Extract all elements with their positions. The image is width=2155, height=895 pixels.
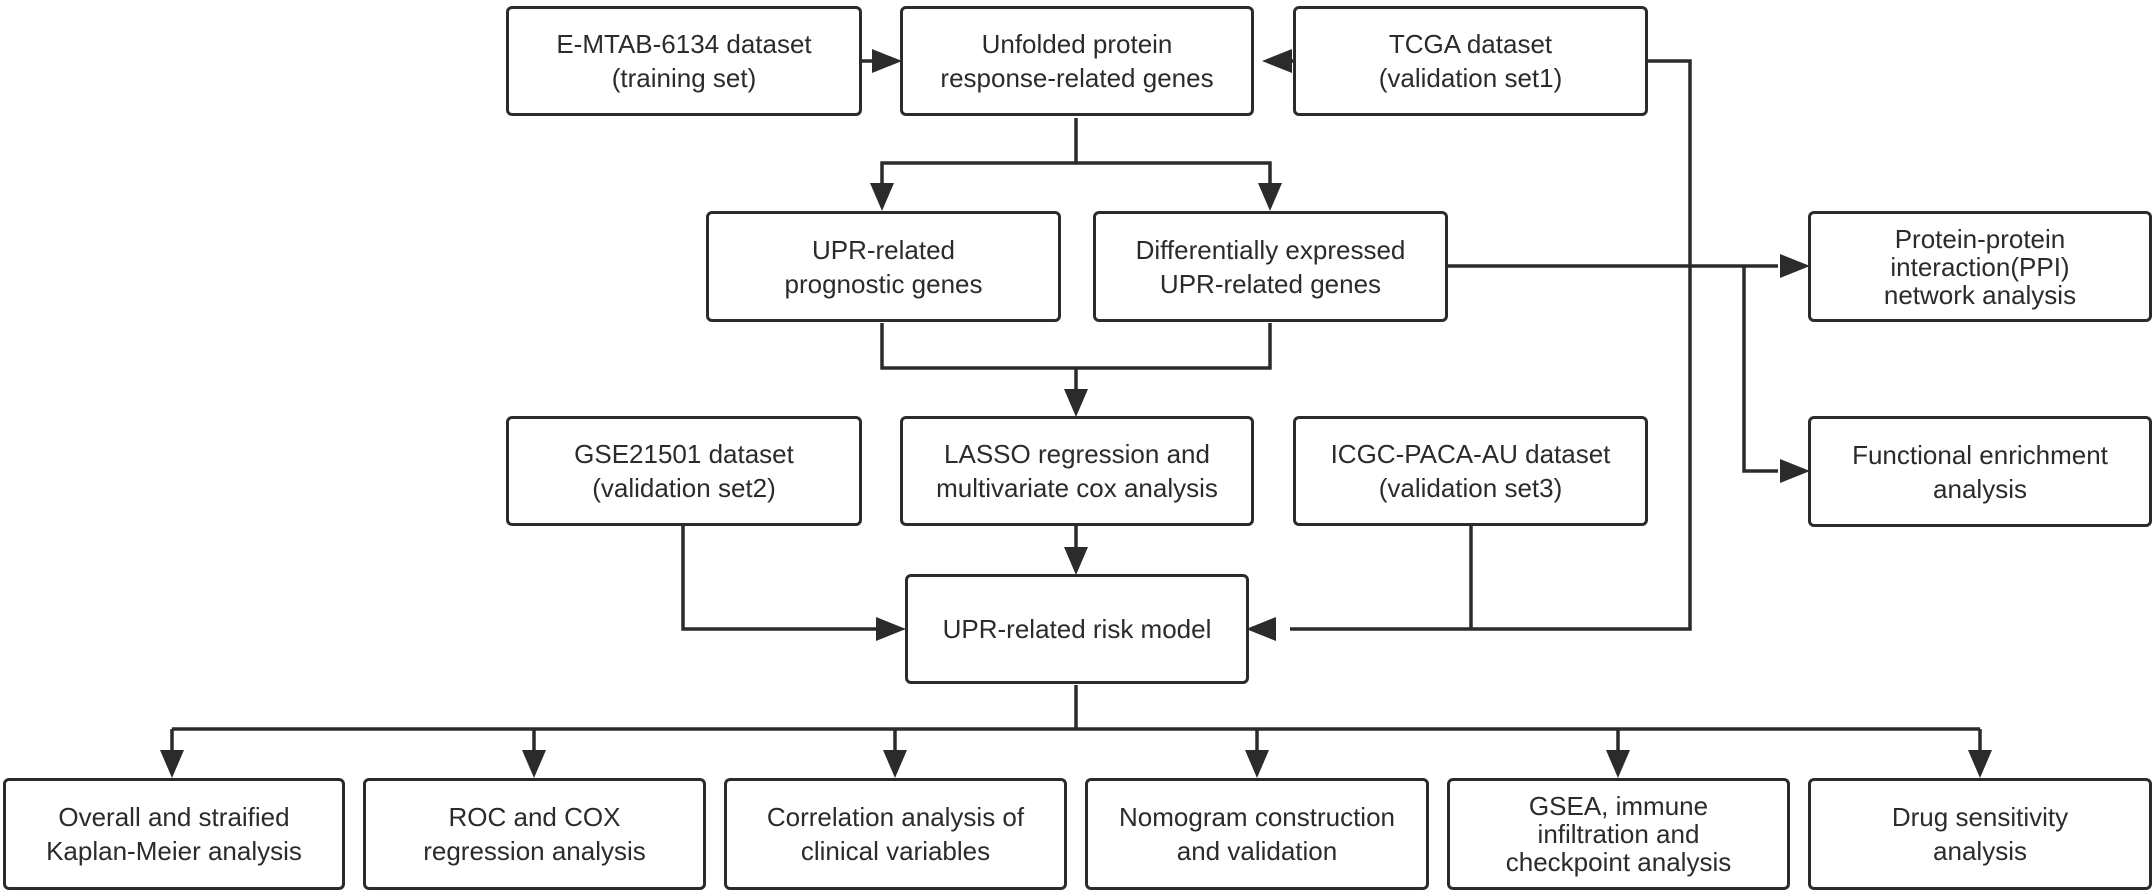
arrowhead-gse-risk (876, 617, 906, 641)
box-lasso-regression: LASSO regression and multivariate cox an… (900, 416, 1254, 526)
arrowhead-functional (1780, 459, 1810, 483)
box-emtab-dataset-label: E-MTAB-6134 dataset (training set) (556, 29, 812, 93)
box-correlation-analysis-label: Correlation analysis of clinical variabl… (766, 802, 1025, 866)
box-gse21501-dataset-label: GSE21501 dataset (validation set2) (574, 439, 794, 503)
arrowhead-diff (1258, 183, 1282, 211)
box-roc-cox-label: ROC and COX regression analysis (423, 802, 646, 866)
arrowhead-prognostic (870, 183, 894, 211)
connector-tcga-to-risk (1290, 59, 1692, 631)
box-ppi-network-label: Protein-protein interaction(PPI) network… (1883, 223, 2077, 310)
arrowhead-ppi (1780, 254, 1810, 278)
box-drug-sensitivity: Drug sensitivity analysis (1808, 778, 2152, 890)
connector-unfolded-split (880, 118, 1078, 184)
arrow-gse-to-risk (681, 526, 880, 631)
box-gsea-immune: GSEA, immune infiltration and checkpoint… (1447, 778, 1790, 890)
arrowhead-lasso (1064, 389, 1088, 417)
arrowhead-nomogram (1245, 750, 1269, 778)
arrowhead-roc (522, 750, 546, 778)
box-tcga-dataset: TCGA dataset (validation set1) (1293, 6, 1648, 116)
arrow-diff-to-functional (1742, 266, 1778, 473)
box-unfolded-protein-label: Unfolded protein response-related genes (940, 29, 1214, 93)
box-functional-enrichment-label: Functional enrichment analysis (1852, 439, 2108, 504)
box-unfolded-protein: Unfolded protein response-related genes (900, 6, 1254, 116)
box-icgc-dataset: ICGC-PACA-AU dataset (validation set3) (1293, 416, 1648, 526)
box-lasso-regression-label: LASSO regression and multivariate cox an… (936, 439, 1218, 503)
box-drug-sensitivity-label: Drug sensitivity analysis (1891, 802, 2069, 866)
connector-merge-to-lasso (880, 323, 1272, 370)
box-correlation-analysis: Correlation analysis of clinical variabl… (724, 778, 1067, 890)
box-functional-enrichment: Functional enrichment analysis (1808, 416, 2152, 527)
box-gse21501-dataset: GSE21501 dataset (validation set2) (506, 416, 862, 526)
box-upr-risk-model-label: UPR-related risk model (942, 614, 1212, 644)
box-tcga-dataset-label: TCGA dataset (validation set1) (1378, 29, 1563, 93)
box-gsea-immune-label: GSEA, immune infiltration and checkpoint… (1505, 791, 1732, 877)
arrowhead-km (160, 750, 184, 778)
arrowhead-risk-right (1246, 617, 1276, 641)
connector-unfolded-split-right (1076, 161, 1272, 184)
arrowhead-tcga-unfolded (1262, 49, 1292, 73)
box-upr-risk-model: UPR-related risk model (905, 574, 1249, 684)
box-upr-prognostic-genes: UPR-related prognostic genes (706, 211, 1061, 322)
arrowhead-emtab-unfolded (872, 49, 902, 73)
box-ppi-network: Protein-protein interaction(PPI) network… (1808, 211, 2152, 322)
box-emtab-dataset: E-MTAB-6134 dataset (training set) (506, 6, 862, 116)
arrowhead-risk-top (1064, 547, 1088, 575)
arrowhead-gsea (1606, 750, 1630, 778)
box-differentially-expressed: Differentially expressed UPR-related gen… (1093, 211, 1448, 322)
box-kaplan-meier-label: Overall and straified Kaplan-Meier analy… (46, 802, 302, 866)
arrowhead-drug (1968, 750, 1992, 778)
box-nomogram-label: Nomogram construction and validation (1119, 802, 1395, 866)
box-kaplan-meier: Overall and straified Kaplan-Meier analy… (3, 778, 345, 890)
box-upr-prognostic-genes-label: UPR-related prognostic genes (784, 234, 983, 299)
box-roc-cox: ROC and COX regression analysis (363, 778, 706, 890)
box-nomogram: Nomogram construction and validation (1085, 778, 1429, 890)
box-icgc-dataset-label: ICGC-PACA-AU dataset (validation set3) (1330, 439, 1611, 503)
box-differentially-expressed-label: Differentially expressed UPR-related gen… (1135, 234, 1406, 299)
arrowhead-correlation (883, 750, 907, 778)
